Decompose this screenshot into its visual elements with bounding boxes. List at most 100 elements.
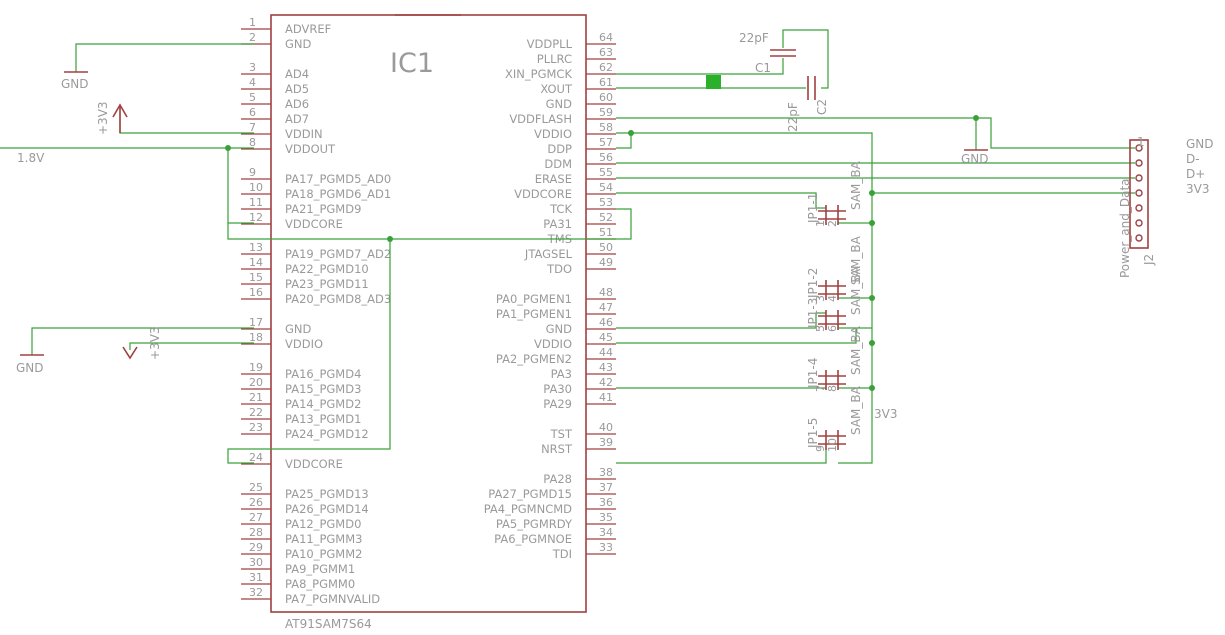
pin-name: PA31 bbox=[543, 217, 572, 231]
pin-name: DDM bbox=[544, 157, 572, 171]
gnd-symbol-right: GND bbox=[961, 149, 989, 166]
connector-j2[interactable]: 1 J2 Power_and_Data bbox=[1118, 135, 1156, 278]
pin-number: 27 bbox=[249, 511, 263, 524]
jumper-pin-b: 6 bbox=[826, 325, 839, 332]
capacitor-c2[interactable]: 22pF C2 bbox=[786, 76, 829, 132]
j2-pin[interactable] bbox=[1135, 159, 1143, 167]
pin-number: 24 bbox=[249, 451, 263, 464]
pin-number: 33 bbox=[599, 541, 613, 554]
pin-number: 43 bbox=[599, 361, 613, 374]
j2-pin[interactable] bbox=[1135, 189, 1143, 197]
j2-signal-2: D+ bbox=[1186, 167, 1205, 181]
j2-pin[interactable] bbox=[1135, 204, 1143, 212]
pin-number: 17 bbox=[249, 316, 263, 329]
capacitor-c1[interactable]: 22pF C1 bbox=[739, 31, 796, 75]
pin-name: PA24_PGMD12 bbox=[285, 427, 369, 441]
j2-pin[interactable] bbox=[1135, 234, 1143, 242]
ic-pin-37[interactable]: 37 PA27_PGMD15 bbox=[488, 481, 616, 501]
pin-name: PA27_PGMD15 bbox=[488, 487, 572, 501]
j2-pin[interactable] bbox=[1135, 174, 1143, 182]
pin-name: DDP bbox=[547, 142, 572, 156]
pin-name: AD4 bbox=[285, 67, 309, 81]
j2-pin[interactable] bbox=[1135, 219, 1143, 227]
svg-text:22pF: 22pF bbox=[739, 31, 769, 45]
pin-number: 63 bbox=[599, 46, 613, 59]
pin-name: PA10_PGMM2 bbox=[285, 547, 362, 561]
pin-name: PA5_PGMRDY bbox=[496, 517, 573, 531]
wire-gnd-j2 bbox=[976, 117, 1135, 149]
j2-pin[interactable] bbox=[1135, 144, 1143, 152]
jumper-name: JP1-5 bbox=[806, 418, 820, 449]
pin-number: 37 bbox=[599, 481, 613, 494]
pin-number: 46 bbox=[599, 316, 613, 329]
